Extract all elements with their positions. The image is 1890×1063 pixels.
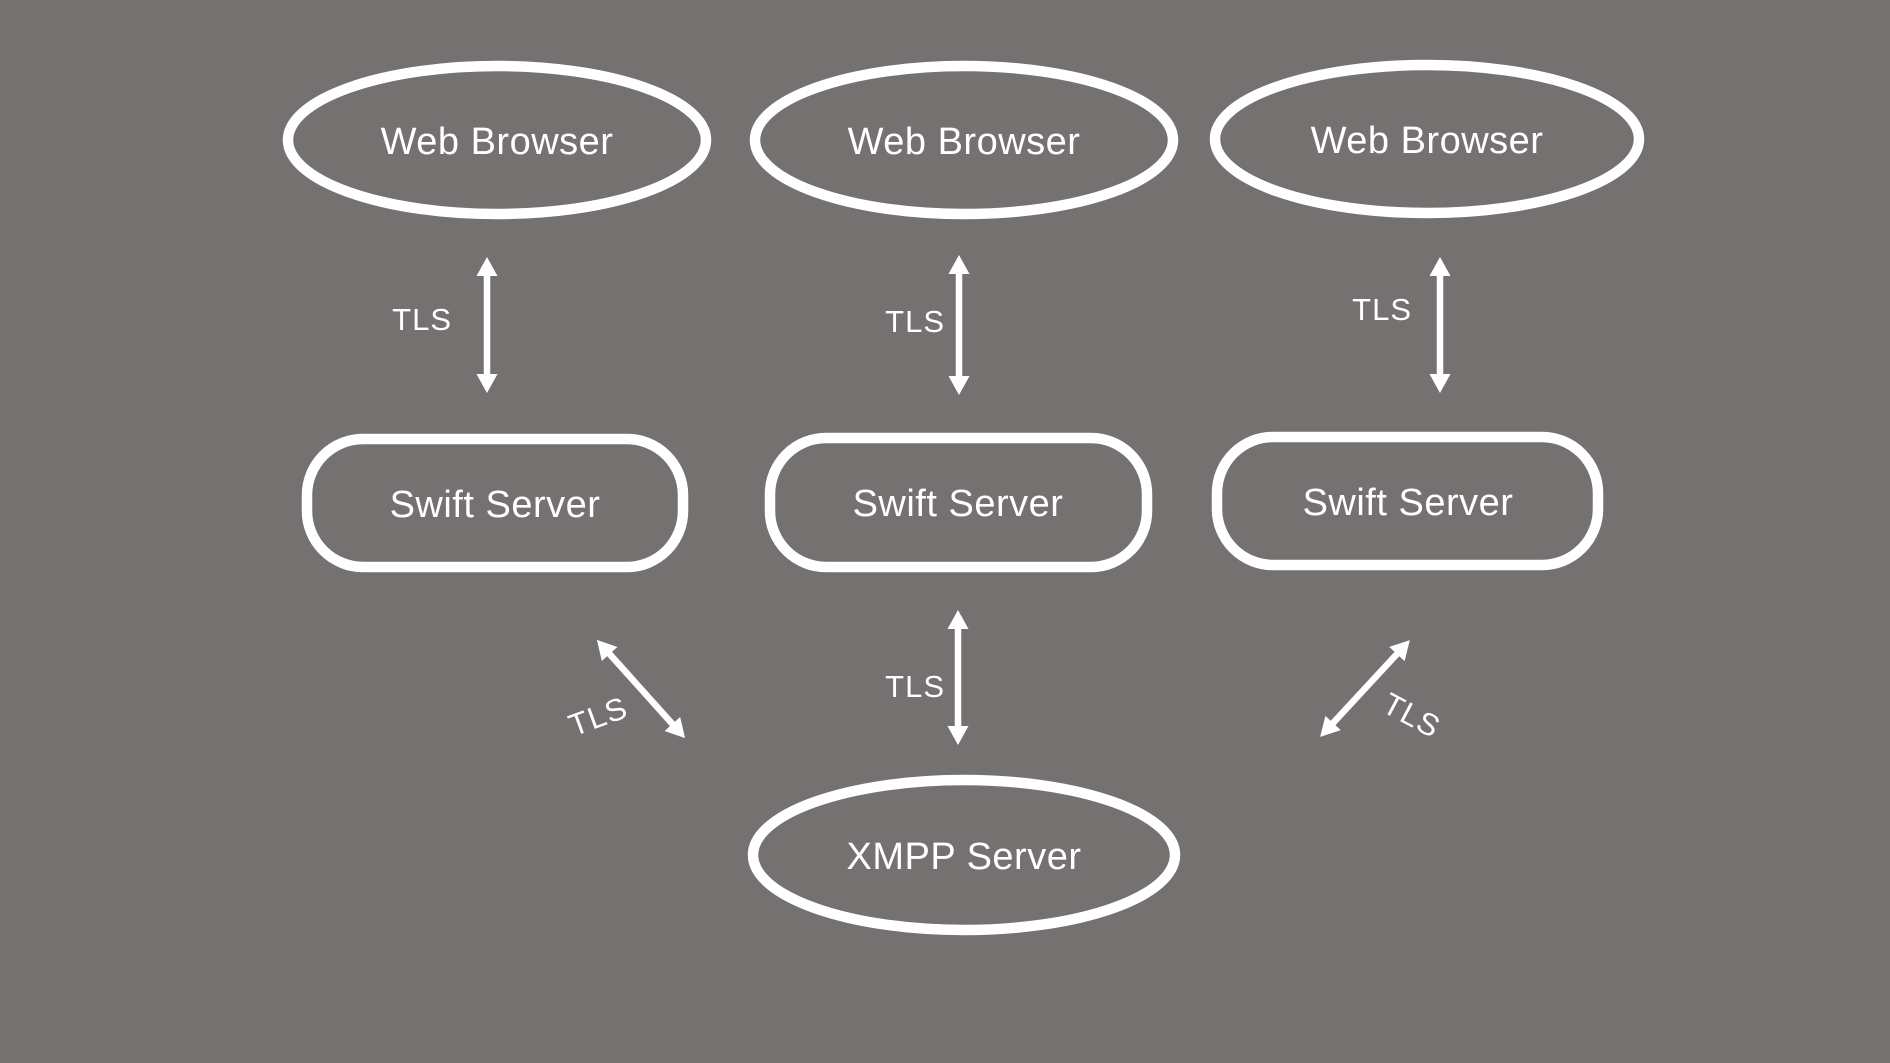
arrow-shaft bbox=[1328, 649, 1402, 728]
arrow-head-down-icon bbox=[476, 374, 498, 393]
web-browser-2-label: Web Browser bbox=[848, 121, 1081, 163]
swift-server-3-node bbox=[1211, 431, 1604, 571]
tls-label-swift2-xmpp: TLS bbox=[885, 669, 945, 704]
web-browser-1-label: Web Browser bbox=[381, 121, 614, 163]
swift-server-3-label: Swift Server bbox=[1303, 482, 1514, 524]
swift-server-2-label: Swift Server bbox=[853, 483, 1064, 525]
arrow-head-down-icon bbox=[1320, 715, 1341, 737]
tls-label-browser3-swift3: TLS bbox=[1352, 292, 1412, 327]
web-browser-2-node bbox=[749, 60, 1179, 220]
xmpp-server-label: XMPP Server bbox=[847, 836, 1082, 878]
web-browser-3-node bbox=[1209, 59, 1645, 219]
swift-server-2-node bbox=[764, 432, 1153, 573]
tls-label-swift3-xmpp: TLS bbox=[1377, 686, 1446, 745]
tls-arrow-swift1-xmpp bbox=[596, 639, 686, 739]
tls-label-swift1-xmpp: TLS bbox=[564, 690, 632, 743]
arrow-head-up-icon bbox=[947, 610, 969, 629]
arrow-head-up-icon bbox=[596, 639, 618, 662]
arrow-head-up-icon bbox=[948, 255, 970, 274]
swift-server-1-node bbox=[301, 433, 689, 573]
arrow-head-down-icon bbox=[1429, 374, 1451, 393]
swift-server-1-label: Swift Server bbox=[390, 484, 601, 526]
xmpp-server-node bbox=[747, 774, 1181, 936]
tls-arrow-swift3-xmpp bbox=[1320, 640, 1410, 737]
tls-label-browser1-swift1: TLS bbox=[392, 302, 452, 337]
arrow-head-down-icon bbox=[947, 726, 969, 745]
tls-arrow-swift2-xmpp bbox=[947, 610, 969, 745]
arrow-head-down-icon bbox=[664, 716, 686, 739]
arrow-head-up-icon bbox=[476, 257, 498, 276]
arrow-head-down-icon bbox=[948, 376, 970, 395]
tls-label-browser2-swift2: TLS bbox=[885, 304, 945, 339]
arrow-head-up-icon bbox=[1429, 257, 1451, 276]
web-browser-3-label: Web Browser bbox=[1311, 120, 1544, 162]
web-browser-1-node bbox=[282, 60, 712, 220]
tls-arrow-browser1-swift1 bbox=[476, 257, 498, 393]
tls-arrow-browser2-swift2 bbox=[948, 255, 970, 395]
arrow-shaft bbox=[605, 649, 677, 729]
arrow-head-up-icon bbox=[1389, 640, 1410, 662]
tls-arrow-browser3-swift3 bbox=[1429, 257, 1451, 393]
